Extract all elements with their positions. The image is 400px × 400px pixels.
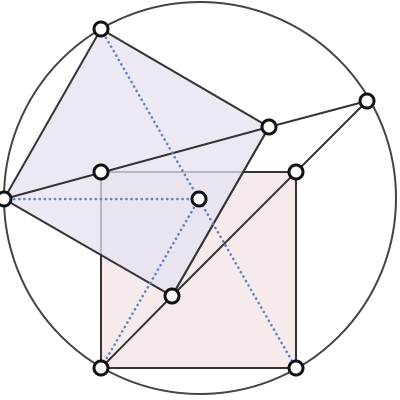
dotted-center-to-bottom-left [99,197,201,370]
segment-inner-bottom-left [100,295,173,369]
line-layer [2,27,368,370]
point-center[interactable] [190,190,208,208]
point-inner[interactable] [163,287,181,305]
point-quad-right[interactable] [260,118,278,136]
point-top[interactable] [92,20,110,38]
dotted-top-to-bottom-right [99,27,298,370]
segment-left-quad-right [3,126,270,200]
segment-quad-right-inner [171,126,270,297]
point-square-top-right[interactable] [287,163,305,181]
segment-quad-right-right [268,100,368,128]
point-square-bottom-right[interactable] [287,359,305,377]
point-layer [0,20,376,377]
point-square-bottom-left[interactable] [92,359,110,377]
point-square-top-left[interactable] [92,163,110,181]
segment-right-inner [171,100,368,297]
point-right[interactable] [358,92,376,110]
point-left[interactable] [0,190,13,208]
